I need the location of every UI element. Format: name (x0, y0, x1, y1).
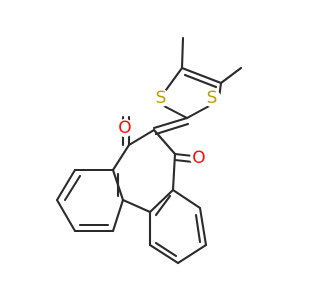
ring7-bond-7 (121, 198, 152, 214)
benzene-left-bond-2 (55, 168, 77, 202)
benzene-left-bond-2-inner (63, 174, 82, 202)
methyl-bond-left (180, 36, 185, 70)
exocyclic-double-bond-a (152, 116, 189, 130)
benzene-left-bond-3 (55, 198, 77, 233)
benzene-right-bond-5-inner (154, 241, 178, 258)
ring-bond-s-c-right (185, 103, 213, 120)
structure-drawing: S S O O (55, 36, 243, 265)
bond-layer (55, 36, 243, 265)
benzene-right-bond-4 (176, 243, 208, 265)
benzene-right-bond-5 (148, 243, 180, 265)
ring-bond-cc-double-b (183, 73, 218, 89)
oxygen-left-label: O (118, 118, 131, 138)
benzene-right-bond-6-inner (154, 194, 172, 217)
sulfur-left-label: S (156, 88, 167, 108)
oxygen-right-label: O (192, 148, 205, 168)
ring-bond-c-s-left (164, 66, 184, 92)
carbonyl-right-a (173, 152, 195, 158)
molecule-canvas: S S O O (55, 36, 243, 265)
ring7-bond-1 (127, 128, 156, 147)
exocyclic-double-bond-b (154, 122, 190, 136)
sulfur-right-label: S (207, 88, 218, 108)
ring7-bond-6 (148, 188, 175, 214)
ring-bond-s-c-left (160, 103, 189, 120)
benzene-right-bond-3 (198, 206, 208, 247)
benzene-right-bond-3-inner (194, 213, 202, 244)
oxygen-left-background (116, 119, 134, 137)
sulfur-right-background (203, 89, 221, 107)
oxygen-right-background (190, 149, 208, 167)
carbonyl-right-b (173, 158, 195, 164)
atom-label-layer: S S O O (116, 88, 221, 168)
sulfur-left-background (152, 89, 170, 107)
methyl-bond-right (219, 66, 243, 85)
benzene-left-bond-5 (111, 198, 125, 233)
ring-bond-cc-double-a (180, 66, 223, 85)
ring7-bond-2 (152, 128, 177, 156)
benzene-right-bond-2 (171, 188, 202, 210)
ring7-bond-3 (111, 143, 131, 172)
